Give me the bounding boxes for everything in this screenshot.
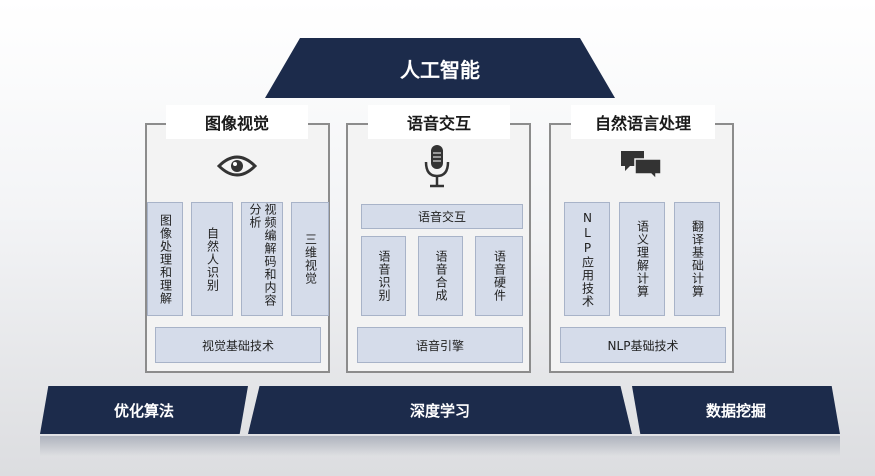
item-speech-recognition: 语音识别: [361, 236, 406, 316]
foundation-data-mining: 数据挖掘: [632, 386, 840, 434]
chat-bubbles-icon: [621, 151, 662, 180]
item-video-codec: 视频编解码和内容分析: [241, 202, 283, 316]
item-semantic-understanding: 语义理解计算: [619, 202, 665, 316]
eye-icon: [217, 155, 257, 177]
microphone-icon: [424, 145, 450, 188]
panel-title-image-vision: 图像视觉: [166, 105, 308, 139]
ai-title-banner: 人工智能: [265, 38, 615, 98]
item-translation-computing: 翻译基础计算: [674, 202, 720, 316]
base-speech-engine: 语音引擎: [357, 327, 523, 363]
base-nlp-tech: NLP基础技术: [560, 327, 726, 363]
item-speech-hardware: 语音硬件: [475, 236, 523, 316]
base-vision-tech: 视觉基础技术: [155, 327, 321, 363]
foundation-shadow-left: [40, 436, 248, 456]
foundation-shadow-middle: [248, 436, 632, 456]
header-voice-interaction: 语音交互: [361, 204, 523, 229]
foundation-optimization-algorithm: 优化算法: [40, 386, 248, 434]
item-3d-vision: 三维视觉: [291, 202, 329, 316]
item-speech-synthesis: 语音合成: [418, 236, 463, 316]
panel-title-voice-interaction: 语音交互: [368, 105, 510, 139]
foundation-deep-learning: 深度学习: [248, 386, 632, 434]
foundation-shadow-right: [632, 436, 840, 456]
item-nlp-application: NLP应用技术: [564, 202, 610, 316]
panel-title-nlp: 自然语言处理: [571, 105, 715, 139]
item-face-recognition: 自然人识别: [191, 202, 233, 316]
item-image-processing: 图像处理和理解: [147, 202, 183, 316]
